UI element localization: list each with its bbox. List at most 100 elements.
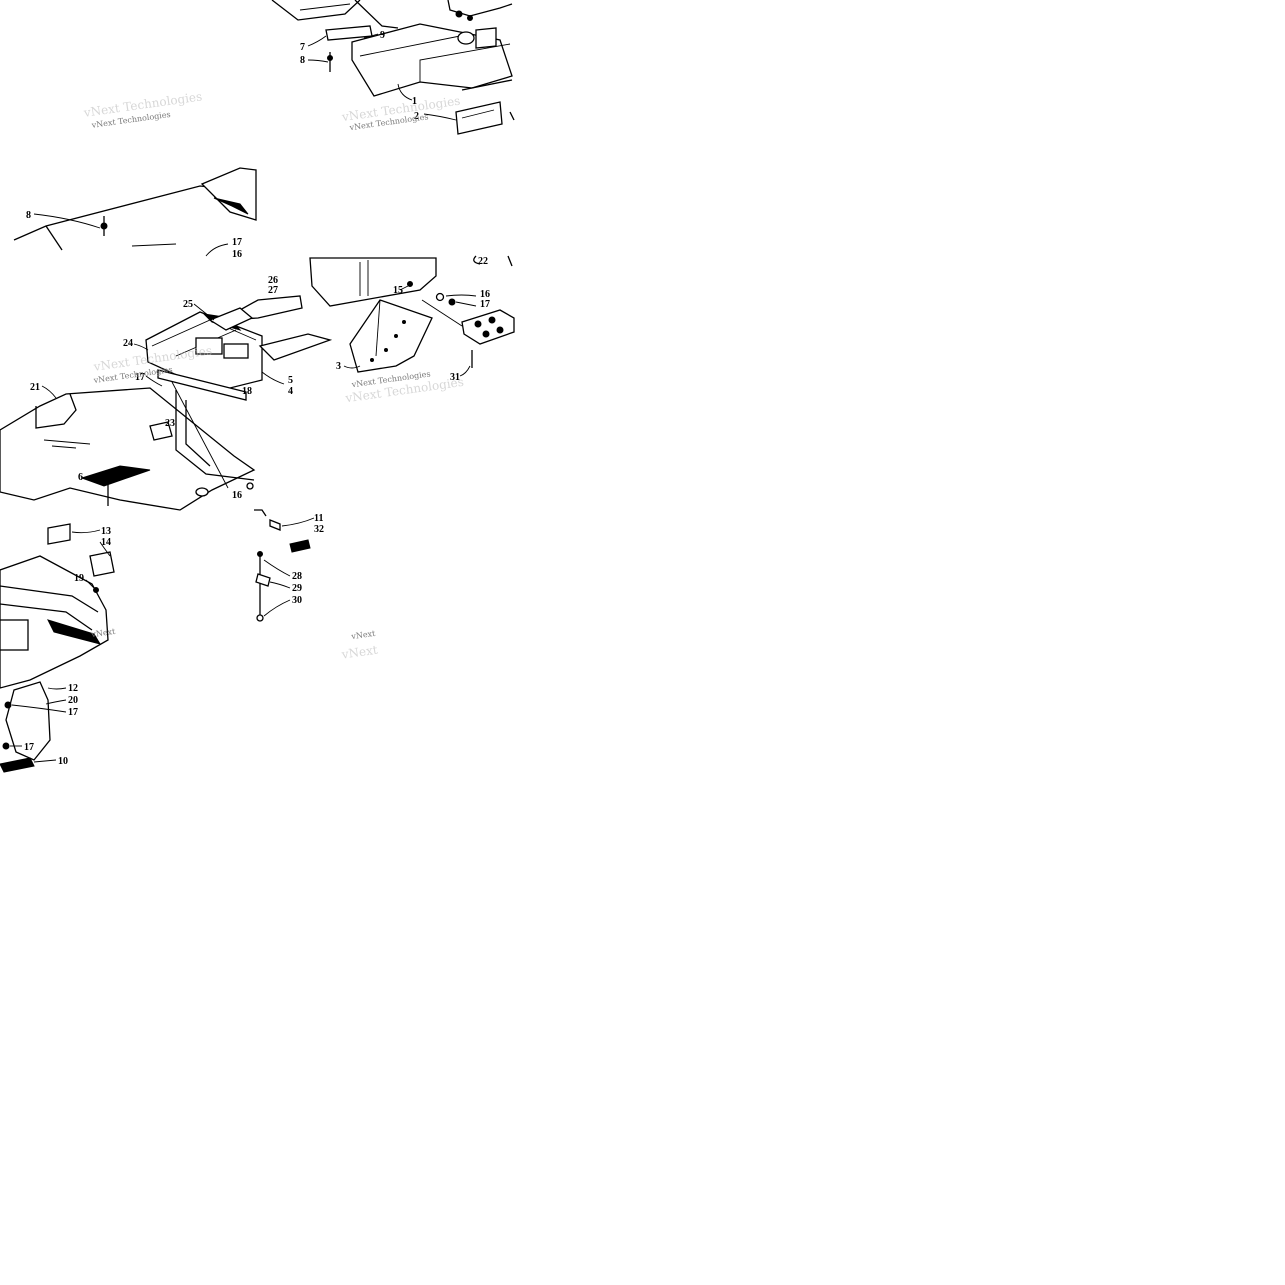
- frame-box: [223, 343, 249, 359]
- callout-20: 20: [68, 695, 78, 706]
- clip: [149, 421, 173, 441]
- watermark-text: vNext: [90, 627, 117, 639]
- leader-line: [423, 113, 457, 121]
- panel-detail: [131, 243, 177, 247]
- bracket-fold: [375, 299, 381, 357]
- leader-line: [99, 541, 111, 557]
- hole: [496, 326, 504, 334]
- alignment-line: [421, 299, 463, 327]
- callout-10: 10: [58, 756, 68, 767]
- tile-center-assembly: [0, 255, 515, 511]
- callout-16: 16: [232, 249, 242, 260]
- cowl-detail: [43, 439, 91, 445]
- leader-line: [445, 294, 477, 297]
- leader-line: [145, 375, 163, 387]
- watermark-text: vNext: [350, 629, 377, 641]
- rack-box: [0, 619, 29, 651]
- leader-line: [205, 243, 229, 257]
- callout-27: 27: [268, 285, 278, 296]
- leader-line: [269, 581, 291, 589]
- washer: [246, 482, 254, 490]
- clip: [269, 519, 281, 531]
- leader-line: [261, 371, 285, 385]
- callout-32: 32: [314, 524, 324, 535]
- bushing: [195, 487, 209, 497]
- leader-line: [473, 255, 481, 265]
- edge: [507, 255, 513, 267]
- callout-23: 23: [165, 418, 175, 429]
- nut: [4, 701, 12, 709]
- callout-12: 12: [68, 683, 78, 694]
- callout-4: 4: [288, 386, 293, 397]
- hole: [482, 330, 490, 338]
- leader-line: [263, 599, 291, 617]
- leader-line: [459, 365, 471, 377]
- leader-line: [397, 83, 413, 101]
- frame-tube: [185, 400, 211, 467]
- callout-15: 15: [393, 285, 403, 296]
- cover-plate: [258, 333, 333, 361]
- callout-30: 30: [292, 595, 302, 606]
- callout-13: 13: [101, 526, 111, 537]
- support-bar: [157, 369, 247, 401]
- decal: [89, 551, 115, 577]
- leader-line: [45, 699, 67, 705]
- emblem: [289, 539, 311, 553]
- tile-lower-left: [0, 523, 115, 773]
- rack-rail: [0, 585, 99, 613]
- rivet-row: [359, 33, 471, 57]
- fin: [35, 393, 77, 429]
- screw: [407, 281, 413, 287]
- tile-upper-right: [271, 0, 515, 135]
- panel-fold: [419, 43, 511, 82]
- bolt-head: [327, 55, 333, 61]
- edge: [254, 509, 267, 517]
- callout-2: 2: [414, 111, 419, 122]
- cowl-body: [0, 387, 256, 511]
- hole: [394, 334, 398, 338]
- leader-line: [11, 704, 67, 713]
- leader-line: [263, 559, 291, 577]
- decal: [47, 523, 71, 545]
- bolt: [0, 757, 35, 773]
- screw: [93, 587, 99, 593]
- hinge-plate: [475, 27, 497, 49]
- bolt-head: [100, 222, 108, 230]
- washer: [435, 292, 445, 302]
- frame-tube: [175, 390, 255, 481]
- callout-28: 28: [292, 571, 302, 582]
- leader-line: [307, 59, 329, 63]
- pan-housing: [309, 257, 437, 307]
- watermark: vNext Technologies vNext Technologies: [82, 89, 203, 130]
- nut: [448, 298, 456, 306]
- hole: [488, 316, 496, 324]
- mounting-plate: [461, 309, 515, 345]
- watermark: vNext vNext: [340, 629, 379, 662]
- panel-rivet-line: [299, 3, 351, 11]
- callout-25: 25: [183, 299, 193, 310]
- callout-8: 8: [300, 55, 305, 66]
- callout-21: 21: [30, 382, 40, 393]
- mud-flap: [5, 681, 51, 761]
- callout-3: 3: [336, 361, 341, 372]
- callout-7: 7: [300, 42, 305, 53]
- leader-line: [47, 687, 67, 690]
- callout-14: 14: [101, 537, 111, 548]
- hole: [402, 320, 406, 324]
- fastener: [467, 15, 473, 21]
- callout-17: 17: [24, 742, 34, 753]
- leader-line: [85, 579, 95, 589]
- leader-line: [363, 33, 379, 39]
- callout-17: 17: [68, 707, 78, 718]
- frame-box: [195, 337, 223, 355]
- nut: [2, 742, 10, 750]
- tile-hardware: [254, 509, 315, 622]
- leader-line: [399, 285, 409, 291]
- callout-19: 19: [74, 573, 84, 584]
- hole: [384, 348, 388, 352]
- panel-edge: [271, 0, 361, 21]
- leader-line: [41, 385, 57, 399]
- hole: [474, 320, 482, 328]
- panel-edge: [354, 0, 399, 29]
- callout-11: 11: [314, 513, 323, 524]
